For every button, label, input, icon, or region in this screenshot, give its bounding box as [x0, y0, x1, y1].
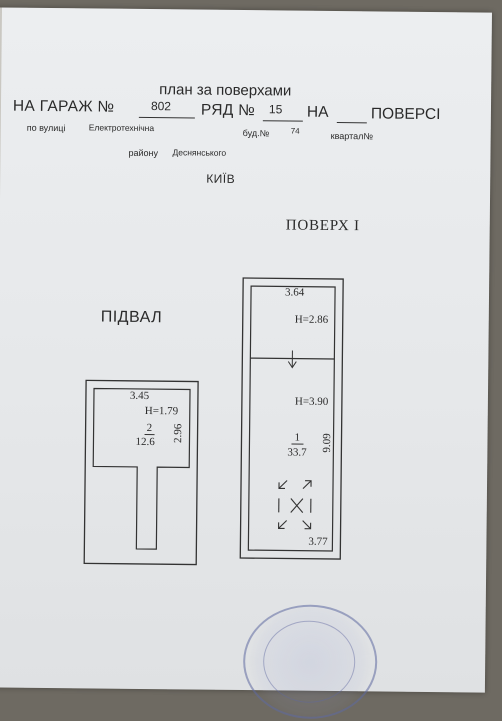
official-stamp [243, 604, 378, 719]
basement-outer-wall [84, 380, 198, 564]
gate-symbol-icon [279, 480, 312, 528]
official-stamp-inner-ring [263, 620, 356, 703]
document-page: план за поверхами НА ГАРАЖ № 802 РЯД № 1… [0, 7, 492, 692]
floor1-top-width: 3.64 [285, 286, 304, 298]
basement-width: 3.45 [130, 390, 149, 402]
floor1-main-height: H=3.90 [295, 396, 329, 408]
basement-room-number: 2 [145, 422, 155, 435]
floor1-length: 9.09 [321, 433, 333, 452]
floor-plan-drawing [0, 7, 492, 692]
floor1-area: 33.7 [287, 446, 306, 458]
floor1-room-number: 1 [291, 432, 303, 445]
basement-height: H=1.79 [145, 405, 179, 417]
floor1-top-height: H=2.86 [295, 314, 329, 326]
basement-area: 12.6 [135, 436, 154, 448]
floor1-bottom-width: 3.77 [308, 536, 327, 548]
basement-length: 2.96 [172, 424, 184, 443]
